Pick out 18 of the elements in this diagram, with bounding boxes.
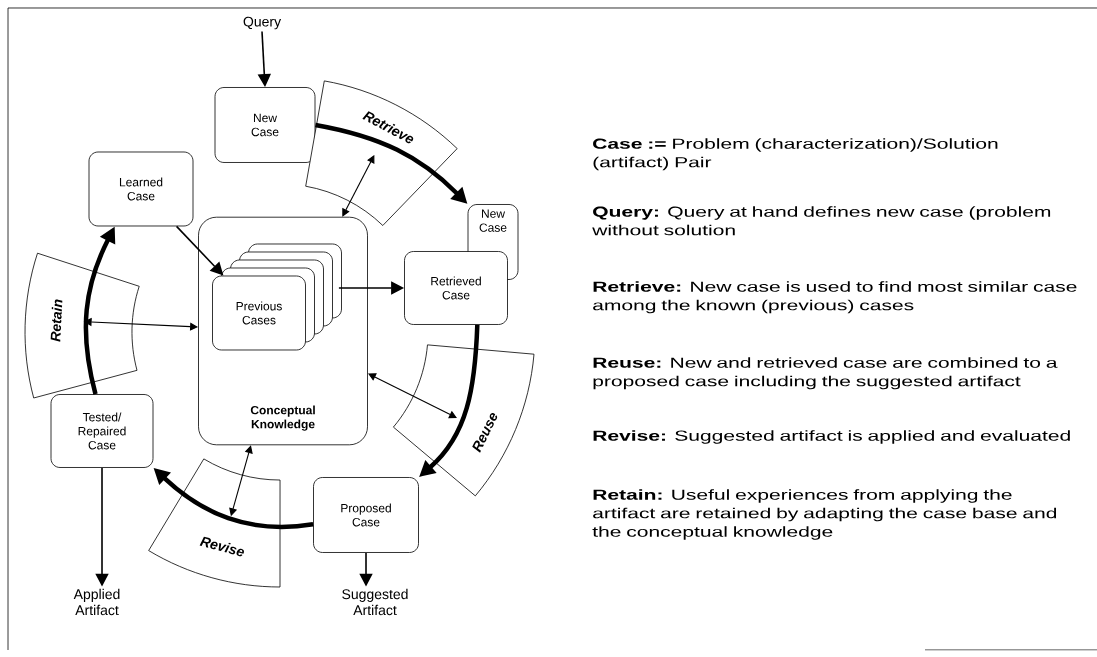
case-stack: Previous Cases [212,243,342,351]
case-box: New Case [214,87,316,163]
text-label: Query [243,16,282,30]
case-box: Proposed Case [313,477,419,553]
definition-text: Reuse: New and retrieved case are combined to a proposed case including the suggested artifact [593,357,1058,390]
phase-name: Revise [199,536,244,557]
case-box: Retrieved Case [404,251,508,325]
text-label: Suggested Artifact [342,588,408,616]
definition-text: Revise: Suggested artifact is applied and evaluated [593,430,1070,444]
definition-text: Query: Query at hand defines new case (problem without solution [592,206,1051,236]
text-label: Applied Artifact [73,588,120,616]
definition-text: Case := Problem (characterization)/Solution (artifact) Pair [593,138,998,171]
phase-name: Retain [50,299,63,342]
case-box: Tested/ Repaired Case [50,394,154,468]
arrow [342,155,375,217]
definition-text: Retrieve: New case is used to find most similar case among the known (previous) cases [593,281,1077,314]
case-box: Learned Case [88,151,194,227]
definition-text: Retain: Useful experiences from applying the artifact are retained by adapting the case base and the conceptual knowledge [592,489,1057,540]
